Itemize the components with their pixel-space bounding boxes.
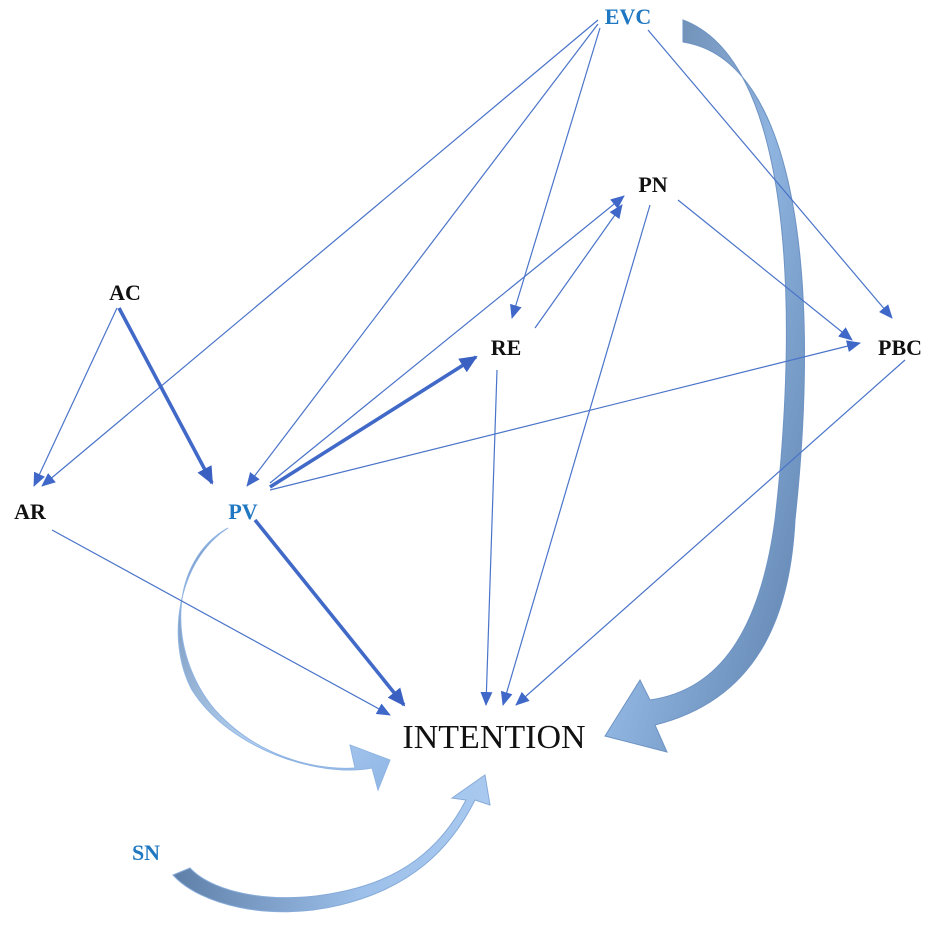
node-labels: EVC PN AC RE PBC AR PV INTENTION SN: [14, 4, 922, 865]
node-sn: SN: [132, 840, 160, 865]
arrow-evc-to-pv: [246, 23, 599, 487]
arrow-evc-to-ar: [41, 19, 599, 487]
arrow-evc-to-re: [510, 27, 601, 319]
arrow-re-to-pn: [534, 204, 623, 329]
arrow-pv-to-pn: [269, 195, 625, 484]
arrow-ar-to-intention: [51, 529, 391, 716]
arrow-ac-to-pv: [117, 307, 214, 485]
arrow-pv-to-pbc: [269, 340, 861, 491]
path-arrows: [33, 19, 906, 716]
arrow-pn-to-pbc: [677, 199, 853, 341]
node-re: RE: [491, 335, 522, 360]
arrow-pv-to-intention: [253, 518, 406, 707]
arrow-ac-to-ar: [33, 307, 118, 487]
arrow-pn-to-intention: [500, 204, 651, 706]
evc-to-intention-band: [604, 19, 806, 753]
node-pbc: PBC: [878, 335, 922, 360]
arrow-evc-to-pbc: [647, 29, 893, 319]
arrow-pv-to-re: [269, 355, 478, 489]
arrow-re-to-intention: [480, 369, 498, 706]
node-evc: EVC: [605, 4, 651, 29]
node-ac: AC: [109, 280, 141, 305]
node-intention: INTENTION: [402, 719, 585, 756]
curved-band-arrows: [172, 19, 806, 913]
node-ar: AR: [14, 499, 47, 524]
node-pn: PN: [638, 172, 667, 197]
arrow-pbc-to-intention: [515, 359, 906, 706]
pv-to-intention-band: [177, 527, 391, 792]
node-pv: PV: [228, 499, 257, 524]
sn-to-intention-band: [172, 774, 491, 913]
